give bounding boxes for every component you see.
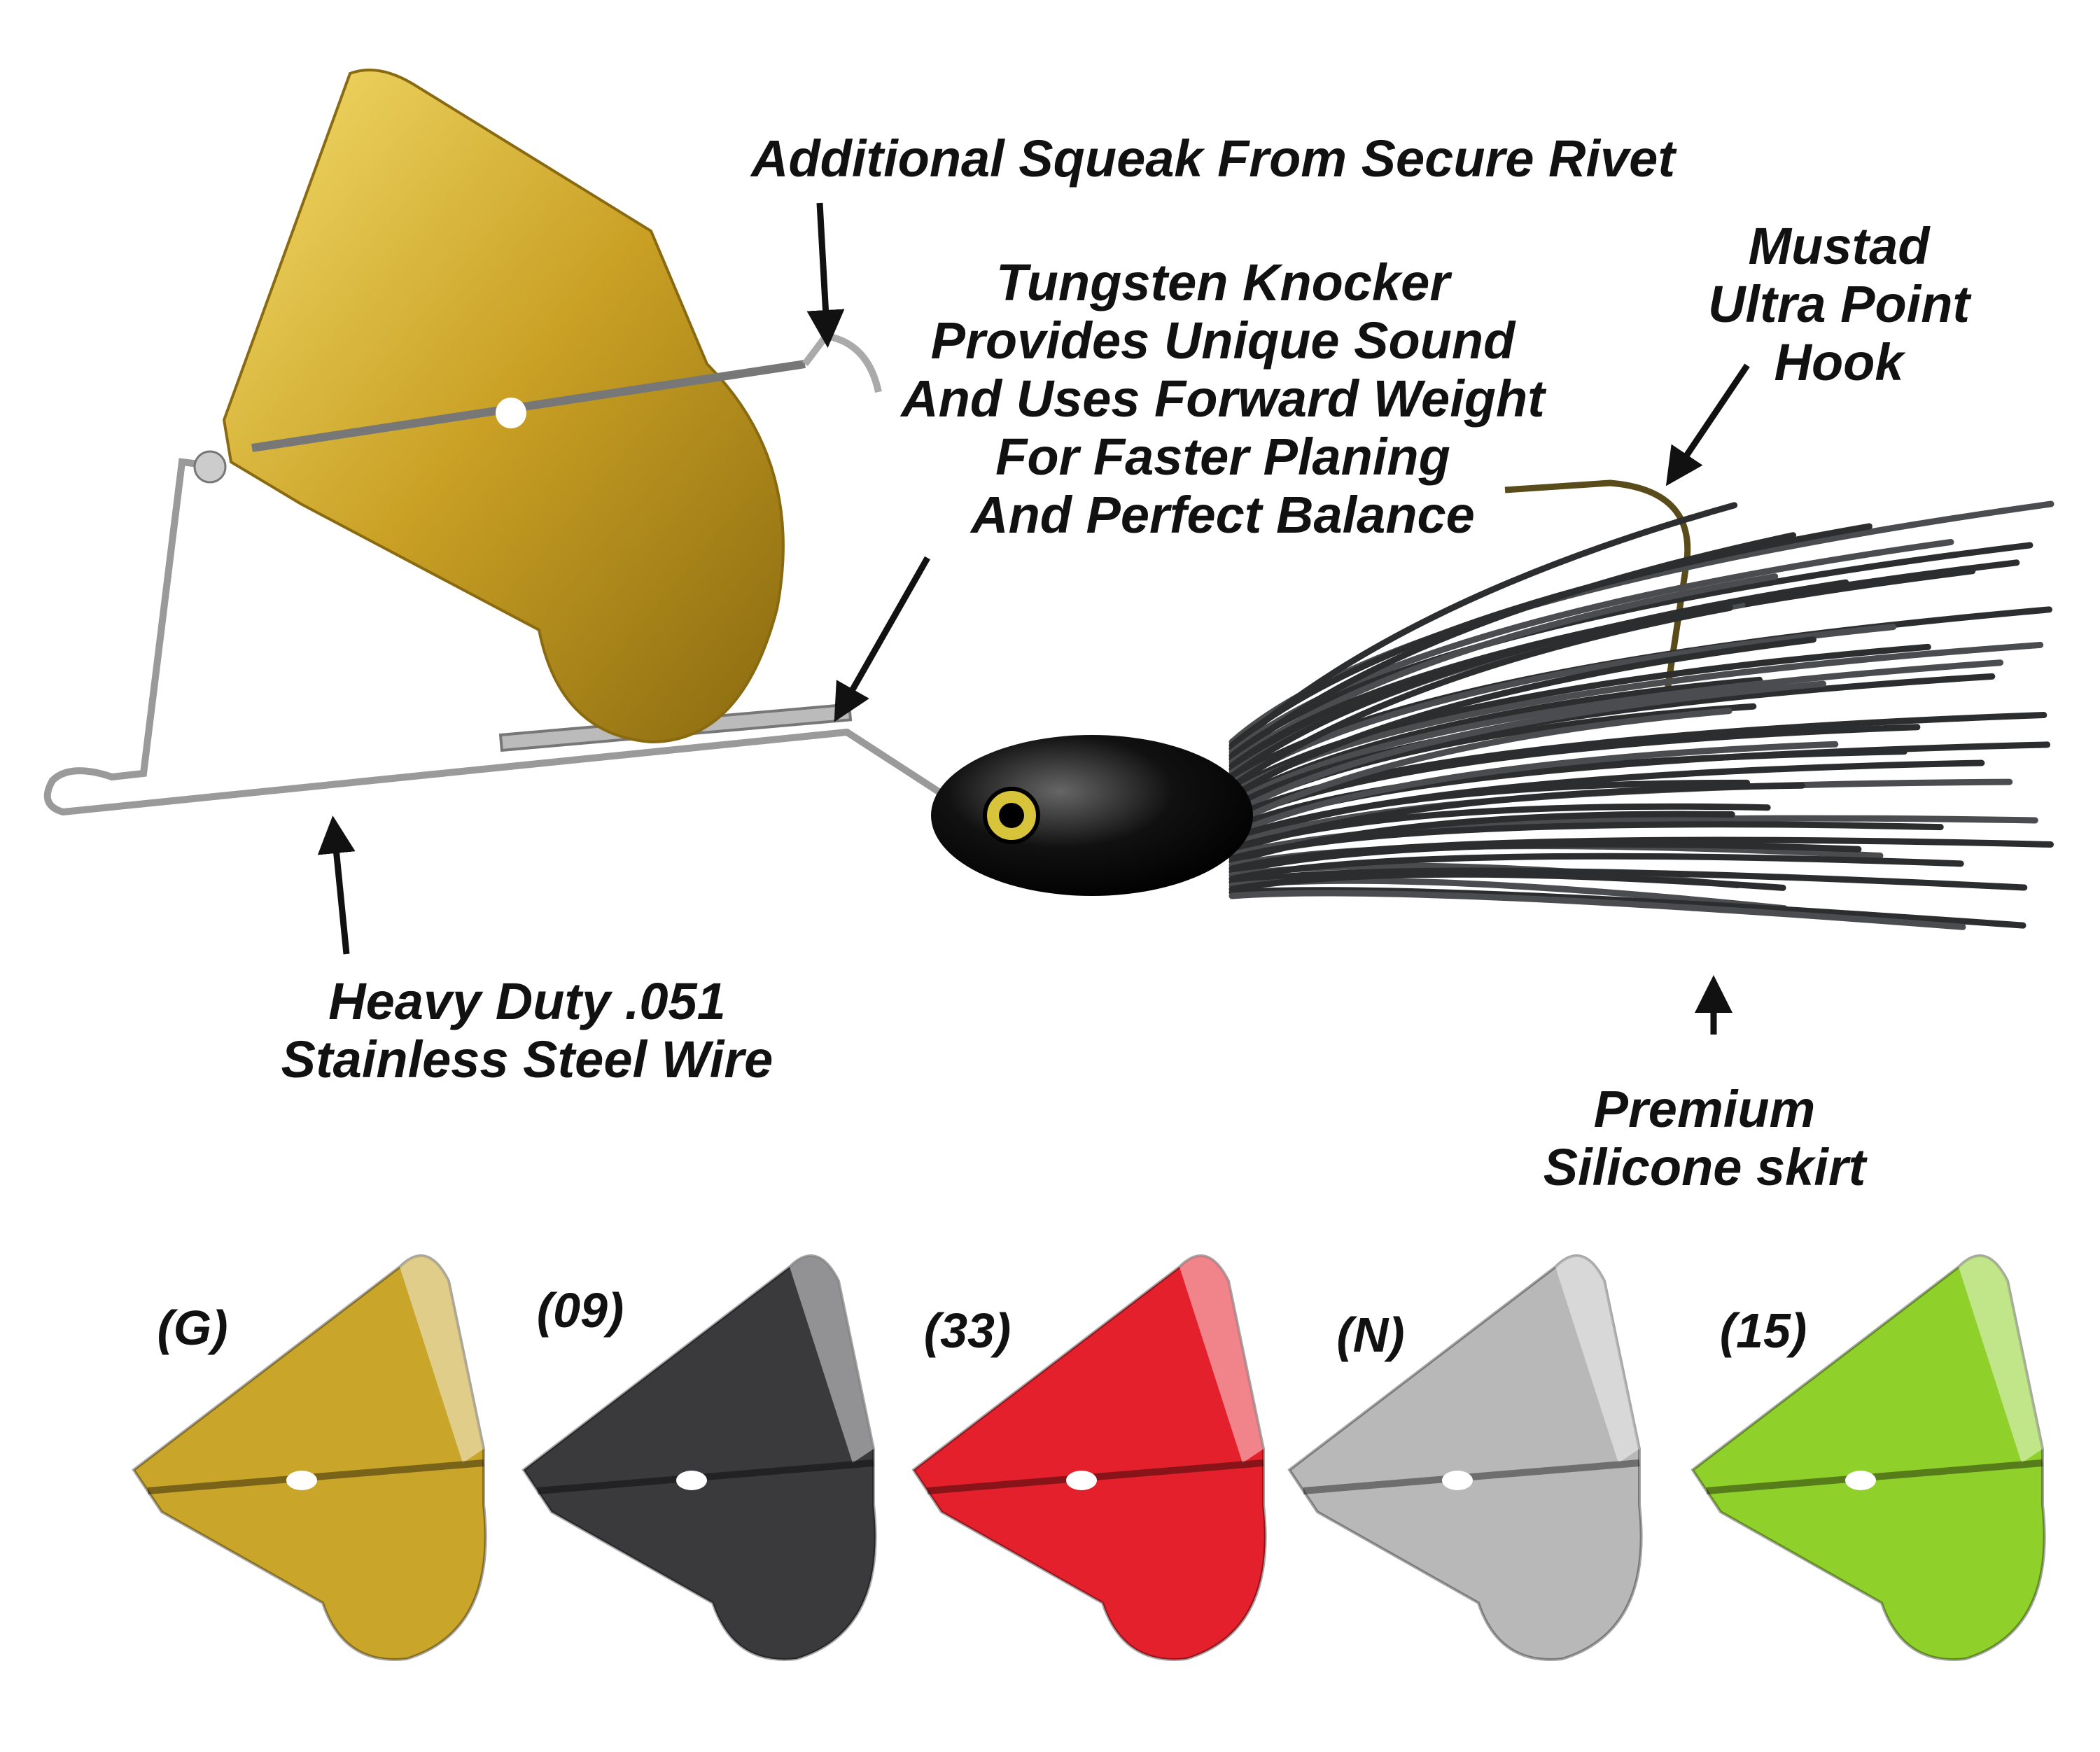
blade-option-33	[911, 1254, 1267, 1661]
callout-rivet: Additional Squeak From Secure Rivet	[751, 129, 1675, 188]
skirt-strand	[1228, 636, 1816, 800]
skirt-strand	[1228, 532, 1797, 762]
skirt-strand	[1228, 643, 1931, 793]
silicone-skirt	[1228, 500, 2054, 930]
skirt-strand	[1228, 871, 1786, 892]
hook-arrow	[1665, 363, 1750, 486]
skirt-strand	[1228, 853, 1964, 883]
callout-line: Mustad	[1748, 217, 1930, 275]
mustad-hook	[1504, 479, 1691, 701]
rivet-arrow	[806, 202, 845, 348]
skirt-strand	[1228, 841, 1862, 876]
blade-color-options	[132, 1254, 2046, 1661]
skirt-strand	[1228, 604, 1733, 790]
skirt-strand	[1228, 579, 1849, 780]
blade-code-09: (09)	[536, 1283, 624, 1338]
callout-wire: Heavy Duty .051 Stainless Steel Wire	[281, 972, 774, 1088]
skirt-strand	[1228, 890, 1966, 930]
callout-line: Silicone skirt	[1543, 1138, 1866, 1196]
callout-line: And Perfect Balance	[971, 486, 1475, 544]
callout-skirt: Premium Silicone skirt	[1544, 1080, 1866, 1196]
skirt-strand	[1228, 759, 1985, 845]
blade-option-g	[132, 1254, 487, 1661]
callout-arrows	[317, 202, 1750, 1035]
knocker-arrow	[834, 556, 930, 722]
tungsten-head	[931, 735, 1253, 896]
skirt-strand	[1228, 680, 1826, 818]
skirt-strand	[1228, 811, 1735, 865]
callout-line: Additional Squeak From Secure Rivet	[751, 129, 1675, 188]
callout-line: Hook	[1774, 333, 1904, 391]
blade-code-n: (N)	[1336, 1308, 1405, 1362]
blade-code-33: (33)	[923, 1303, 1011, 1358]
callout-line: And Uses Forward Weight	[901, 370, 1545, 428]
callout-line: For Faster Planing	[995, 428, 1450, 486]
skirt-strand	[1228, 659, 2004, 807]
blade-option-n	[1287, 1254, 1643, 1661]
callout-line: Premium	[1593, 1080, 1816, 1138]
skirt-strand	[1228, 502, 1738, 752]
skirt-strand	[1228, 708, 1732, 827]
blade-option-09	[522, 1254, 877, 1661]
skirt-strand	[1228, 815, 2038, 858]
callout-line: Stainless Steel Wire	[281, 1030, 774, 1088]
callout-line: Heavy Duty .051	[328, 972, 726, 1030]
blade-code-g: (G)	[157, 1301, 228, 1355]
callout-line: Provides Unique Sound	[930, 311, 1516, 370]
callout-line: Tungsten Knocker	[995, 253, 1450, 311]
blade-option-15	[1690, 1254, 2046, 1661]
blade-code-15: (15)	[1719, 1303, 1807, 1358]
wire-arrow	[317, 815, 356, 955]
callout-hook: Mustad Ultra Point Hook	[1708, 217, 1970, 391]
skirt-strand	[1228, 741, 1839, 838]
callout-line: Ultra Point	[1707, 275, 1970, 333]
callout-knocker: Tungsten Knocker Provides Unique Sound A…	[901, 253, 1545, 544]
skirt-strand	[1228, 867, 2028, 891]
skirt-strand	[1228, 782, 1805, 855]
